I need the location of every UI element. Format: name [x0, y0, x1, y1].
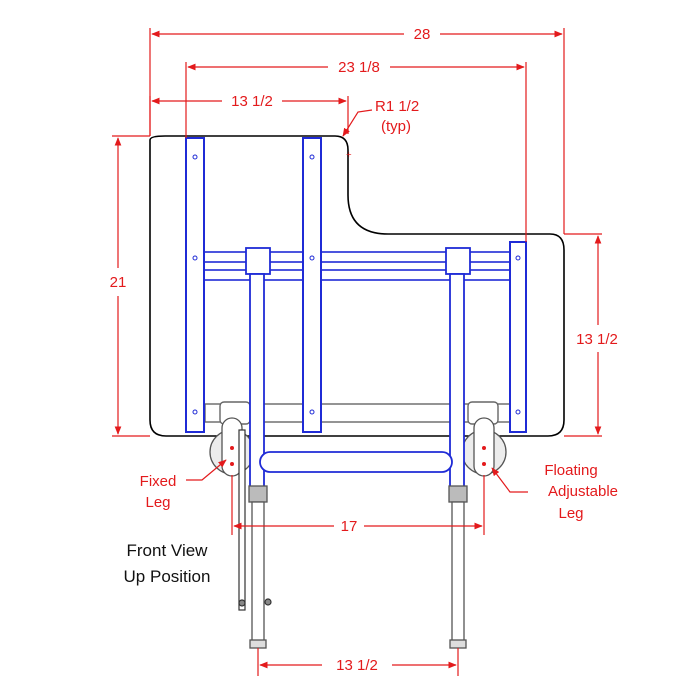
- label-floating-leg-3: Leg: [558, 505, 583, 522]
- label-fixed-leg-2: Leg: [145, 494, 170, 511]
- dim-radius-typ: (typ): [381, 118, 411, 135]
- dim-right-depth: 13 1/2: [576, 331, 618, 348]
- center-mark: +: [346, 150, 352, 161]
- folding-strap: [238, 429, 272, 611]
- dimension-values: 28 23 1/8 13 1/2 R1 1/2 (typ) 21 13 1/2 …: [110, 26, 618, 674]
- view-title-2: Up Position: [124, 567, 211, 586]
- dim-foot-spacing: 13 1/2: [336, 657, 378, 674]
- callout-labels: Fixed Leg Floating Adjustable Leg Front …: [124, 462, 619, 586]
- label-fixed-leg-1: Fixed: [140, 473, 177, 490]
- dim-bracket-span: 23 1/8: [338, 59, 380, 76]
- label-floating-leg-2: Adjustable: [548, 483, 618, 500]
- dim-leg-spacing: 17: [341, 518, 358, 535]
- dim-notch-width: 13 1/2: [231, 93, 273, 110]
- slat-screws: [192, 154, 521, 415]
- legs: [248, 485, 468, 649]
- dimension-lines: [112, 28, 602, 676]
- label-floating-leg-1: Floating: [544, 462, 597, 479]
- dim-overall-width: 28: [414, 26, 431, 43]
- mount-plate-right: [461, 417, 507, 477]
- seat-outline: [149, 135, 565, 437]
- frame-slats: [185, 137, 527, 433]
- dim-radius: R1 1/2: [375, 98, 419, 115]
- dim-overall-depth: 21: [110, 274, 127, 291]
- frame-uprights: [245, 247, 471, 491]
- view-title-1: Front View: [127, 541, 209, 560]
